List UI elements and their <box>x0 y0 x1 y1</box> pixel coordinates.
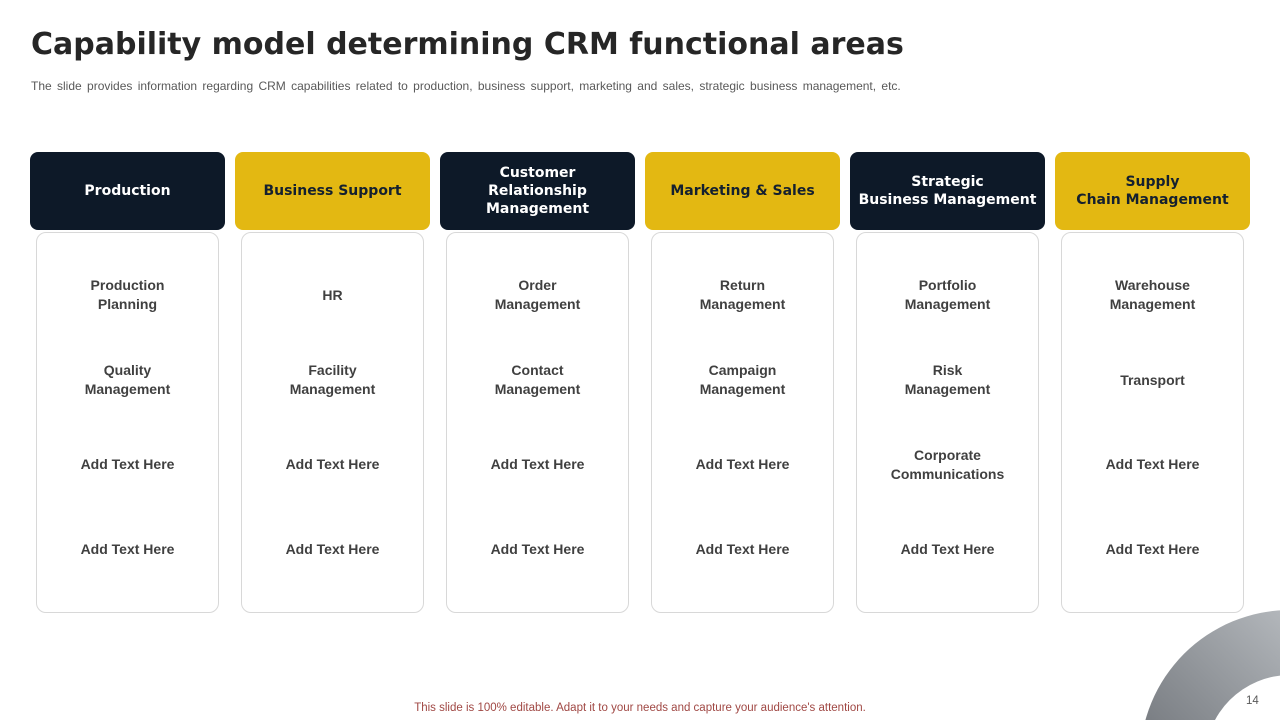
add-text-placeholder[interactable]: Add Text Here <box>285 456 380 473</box>
column-body-production: Production Planning Quality Management A… <box>36 232 219 613</box>
capability-item: HR <box>322 286 343 303</box>
capability-item: Campaign Management <box>699 362 786 398</box>
column-header-strategic-business-management: Strategic Business Management <box>850 152 1045 230</box>
column-header-crm: Customer Relationship Management <box>440 152 635 230</box>
column-marketing-sales: Marketing & Sales Return Management Camp… <box>645 152 840 613</box>
add-text-placeholder[interactable]: Add Text Here <box>285 541 380 558</box>
column-header-business-support: Business Support <box>235 152 430 230</box>
capability-item: Contact Management <box>494 362 581 398</box>
column-header-supply-chain: Supply Chain Management <box>1055 152 1250 230</box>
column-supply-chain: Supply Chain Management Warehouse Manage… <box>1055 152 1250 613</box>
column-body-strategic-business-management: Portfolio Management Risk Management Cor… <box>856 232 1039 613</box>
column-crm: Customer Relationship Management Order M… <box>440 152 635 613</box>
page-number: 14 <box>1246 695 1259 707</box>
column-body-business-support: HR Facility Management Add Text Here Add… <box>241 232 424 613</box>
column-strategic-business-management: Strategic Business Management Portfolio … <box>850 152 1045 613</box>
add-text-placeholder[interactable]: Add Text Here <box>1105 541 1200 558</box>
capability-item: Order Management <box>494 277 581 313</box>
column-header-marketing-sales: Marketing & Sales <box>645 152 840 230</box>
decorative-ring <box>1140 610 1280 720</box>
column-body-marketing-sales: Return Management Campaign Management Ad… <box>651 232 834 613</box>
add-text-placeholder[interactable]: Add Text Here <box>80 541 175 558</box>
capability-item: Transport <box>1120 371 1185 388</box>
add-text-placeholder[interactable]: Add Text Here <box>490 541 585 558</box>
capability-item: Portfolio Management <box>904 277 991 313</box>
editable-note: This slide is 100% editable. Adapt it to… <box>414 702 866 714</box>
add-text-placeholder[interactable]: Add Text Here <box>1105 456 1200 473</box>
capability-item: Risk Management <box>904 362 991 398</box>
slide-subtitle: The slide provides information regarding… <box>31 79 901 93</box>
column-body-supply-chain: Warehouse Management Transport Add Text … <box>1061 232 1244 613</box>
add-text-placeholder[interactable]: Add Text Here <box>695 541 790 558</box>
capability-item: Corporate Communications <box>890 446 1005 482</box>
column-business-support: Business Support HR Facility Management … <box>235 152 430 613</box>
capability-item: Return Management <box>699 277 786 313</box>
capability-item: Facility Management <box>289 362 376 398</box>
capability-item: Production Planning <box>90 277 165 313</box>
capability-columns: Production Production Planning Quality M… <box>30 152 1250 613</box>
add-text-placeholder[interactable]: Add Text Here <box>900 541 995 558</box>
page-title: Capability model determining CRM functio… <box>31 27 904 62</box>
add-text-placeholder[interactable]: Add Text Here <box>695 456 790 473</box>
add-text-placeholder[interactable]: Add Text Here <box>490 456 585 473</box>
decorative-ring-hole <box>1205 675 1280 720</box>
add-text-placeholder[interactable]: Add Text Here <box>80 456 175 473</box>
capability-item: Warehouse Management <box>1109 277 1196 313</box>
column-body-crm: Order Management Contact Management Add … <box>446 232 629 613</box>
column-production: Production Production Planning Quality M… <box>30 152 225 613</box>
capability-item: Quality Management <box>84 362 171 398</box>
column-header-production: Production <box>30 152 225 230</box>
